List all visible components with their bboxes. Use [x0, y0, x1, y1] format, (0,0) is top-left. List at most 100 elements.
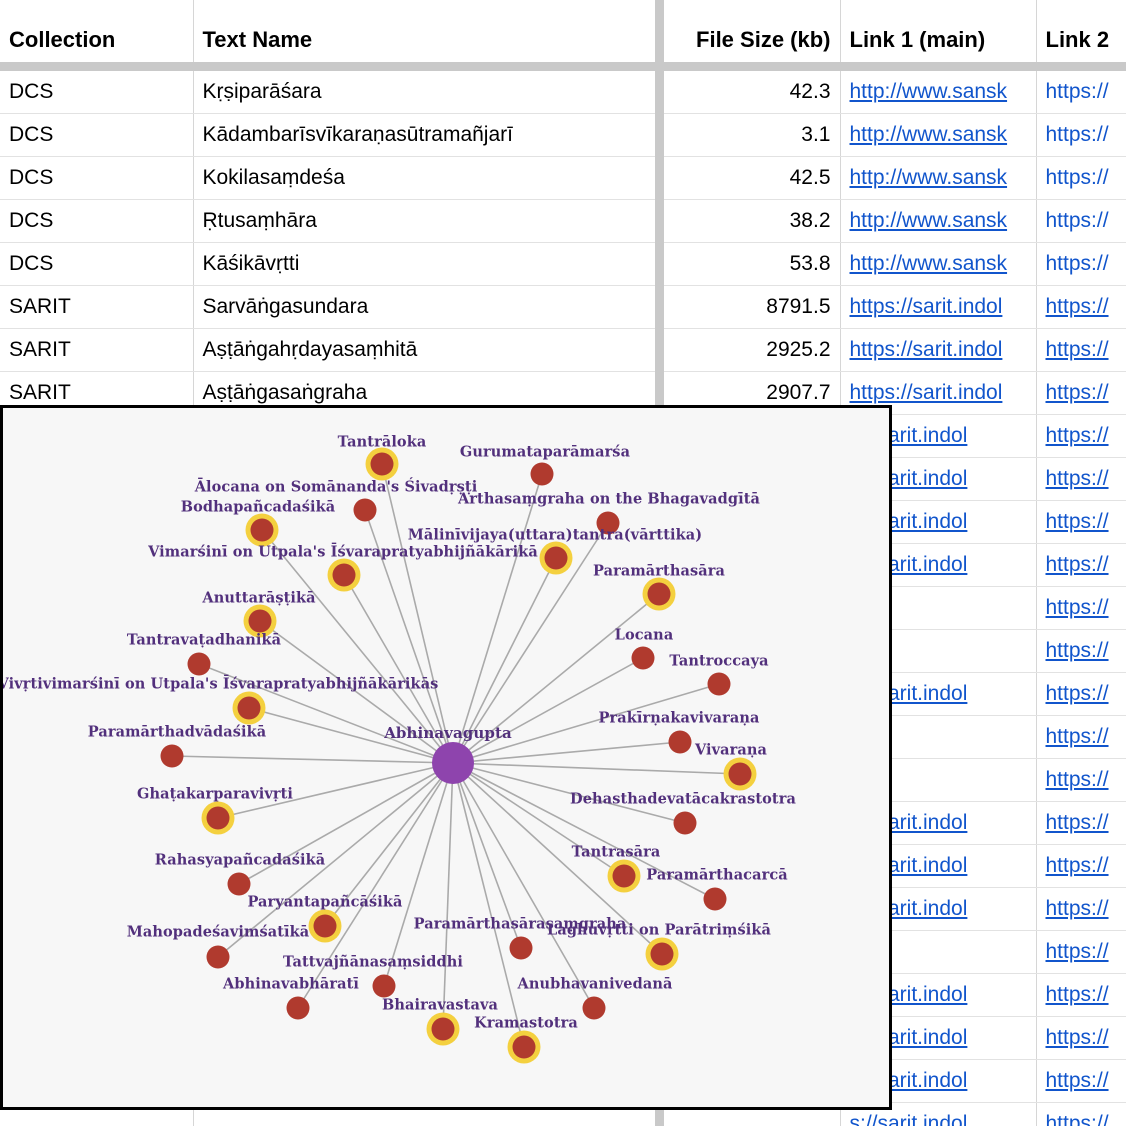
- graph-node[interactable]: [668, 730, 692, 754]
- graph-node[interactable]: [372, 974, 396, 998]
- column-header-textname[interactable]: Text Name: [193, 18, 656, 62]
- hyperlink[interactable]: https://sarit.indol: [849, 381, 1003, 404]
- graph-node[interactable]: [370, 452, 394, 476]
- hyperlink[interactable]: https://: [1045, 424, 1109, 447]
- cell-link-2[interactable]: https://: [1036, 844, 1126, 888]
- cell-link-2[interactable]: https://: [1036, 887, 1126, 931]
- cell-link-1[interactable]: http://www.sansk: [840, 242, 1037, 286]
- graph-node[interactable]: [530, 462, 554, 486]
- hyperlink[interactable]: http://www.sansk: [849, 123, 1008, 146]
- graph-node[interactable]: [237, 696, 261, 720]
- graph-node[interactable]: [631, 646, 655, 670]
- cell-link-2[interactable]: https://: [1036, 371, 1126, 415]
- graph-node[interactable]: [206, 806, 230, 830]
- hyperlink[interactable]: https://: [1045, 897, 1109, 920]
- graph-node[interactable]: [728, 762, 752, 786]
- cell-link-2[interactable]: https://: [1036, 629, 1126, 673]
- hyperlink[interactable]: https://: [1045, 596, 1109, 619]
- graph-node[interactable]: [187, 652, 211, 676]
- hyperlink[interactable]: https://: [1045, 338, 1109, 361]
- hyperlink[interactable]: https://sarit.indol: [849, 295, 1003, 318]
- hyperlink[interactable]: https://: [1045, 381, 1109, 404]
- column-header-link1[interactable]: Link 1 (main): [840, 18, 1037, 62]
- hyperlink[interactable]: https://: [1045, 510, 1109, 533]
- graph-node[interactable]: [286, 996, 310, 1020]
- hyperlink[interactable]: https://: [1045, 768, 1109, 791]
- graph-node[interactable]: [596, 511, 620, 535]
- graph-node[interactable]: [512, 1035, 536, 1059]
- cell-link-2[interactable]: https://: [1036, 1016, 1126, 1060]
- hyperlink[interactable]: https://: [1045, 983, 1109, 1006]
- hyperlink[interactable]: http://www.sansk: [849, 166, 1008, 189]
- hyperlink[interactable]: https://: [1045, 467, 1109, 490]
- cell-link-2[interactable]: https://: [1036, 1102, 1126, 1126]
- hyperlink[interactable]: https://: [1045, 1026, 1109, 1049]
- hyperlink[interactable]: https://: [1045, 295, 1109, 318]
- graph-node[interactable]: [248, 609, 272, 633]
- hyperlink[interactable]: https://: [1045, 553, 1109, 576]
- hyperlink[interactable]: http://www.sansk: [849, 209, 1008, 232]
- hyperlink[interactable]: s://sarit.indol: [849, 1112, 968, 1126]
- cell-link-2[interactable]: https://: [1036, 328, 1126, 372]
- graph-node[interactable]: [544, 546, 568, 570]
- hyperlink[interactable]: https://: [1045, 1112, 1109, 1126]
- cell-link-2[interactable]: https://: [1036, 672, 1126, 716]
- graph-node[interactable]: [582, 996, 606, 1020]
- graph-node[interactable]: [673, 811, 697, 835]
- hyperlink[interactable]: https://: [1045, 940, 1109, 963]
- cell-link-2[interactable]: https://: [1036, 457, 1126, 501]
- cell-link-2[interactable]: https://: [1036, 1059, 1126, 1103]
- cell-link-1[interactable]: http://www.sansk: [840, 199, 1037, 243]
- column-header-link2[interactable]: Link 2: [1036, 18, 1126, 62]
- graph-node[interactable]: [227, 872, 251, 896]
- hyperlink[interactable]: https://: [1045, 682, 1109, 705]
- cell-link-2[interactable]: https://: [1036, 930, 1126, 974]
- cell-link-1[interactable]: https://sarit.indol: [840, 328, 1037, 372]
- cell-link-1[interactable]: http://www.sansk: [840, 156, 1037, 200]
- graph-node[interactable]: [353, 498, 377, 522]
- column-header-filesize[interactable]: File Size (kb): [663, 18, 841, 62]
- hyperlink[interactable]: https://: [1045, 811, 1109, 834]
- hyperlink[interactable]: http://www.sansk: [849, 252, 1008, 275]
- graph-node[interactable]: [509, 936, 533, 960]
- cell-link-1[interactable]: http://www.sansk: [840, 71, 1037, 114]
- graph-node[interactable]: [250, 518, 274, 542]
- cell-link-1[interactable]: https://sarit.indol: [840, 285, 1037, 329]
- cell-link-1[interactable]: http://www.sansk: [840, 113, 1037, 157]
- graph-node[interactable]: [332, 563, 356, 587]
- graph-node[interactable]: [703, 887, 727, 911]
- graph-node[interactable]: [313, 914, 337, 938]
- graph-node[interactable]: [650, 942, 674, 966]
- hyperlink[interactable]: https://: [1045, 1069, 1109, 1092]
- hyperlink[interactable]: https://: [1045, 725, 1109, 748]
- column-header-collection[interactable]: Collection: [0, 18, 194, 62]
- cell-link-2[interactable]: https://: [1036, 586, 1126, 630]
- hyperlink[interactable]: https://sarit.indol: [849, 338, 1003, 361]
- hyperlink[interactable]: https://: [1045, 639, 1109, 662]
- graph-node[interactable]: [647, 582, 671, 606]
- graph-node[interactable]: [431, 1017, 455, 1041]
- cell-link-2[interactable]: https://: [1036, 715, 1126, 759]
- cell-link-2[interactable]: https://: [1036, 801, 1126, 845]
- graph-node[interactable]: [707, 672, 731, 696]
- graph-nodes[interactable]: [160, 447, 757, 1064]
- graph-node[interactable]: [206, 945, 230, 969]
- cell-link-2[interactable]: https://: [1036, 500, 1126, 544]
- cell-link-2[interactable]: https://: [1036, 543, 1126, 587]
- hyperlink[interactable]: http://www.sansk: [849, 80, 1008, 103]
- cell-link-2[interactable]: https://: [1036, 414, 1126, 458]
- hyperlink[interactable]: https://: [1045, 854, 1109, 877]
- graph-node[interactable]: [612, 864, 636, 888]
- cell-link-2[interactable]: https://: [1036, 758, 1126, 802]
- cell-link-2[interactable]: https://: [1036, 285, 1126, 329]
- graph-node[interactable]: [160, 744, 184, 768]
- graph-center-node[interactable]: [432, 742, 474, 784]
